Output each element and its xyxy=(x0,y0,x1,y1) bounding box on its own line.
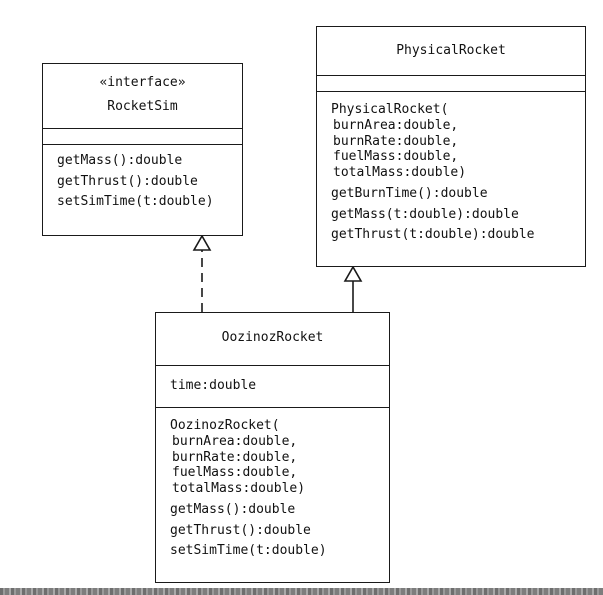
page-edge-shadow xyxy=(0,588,603,595)
constructor-param: burnArea:double, xyxy=(333,118,459,133)
rocketsim-method: getThrust():double xyxy=(57,173,198,189)
rocketsim-methods-section: getMass():double getThrust():double setS… xyxy=(43,144,242,213)
constructor-param: burnArea:double, xyxy=(172,434,298,449)
rocketsim-method: getMass():double xyxy=(57,153,183,168)
oozinozrocket-attributes-section: time:double xyxy=(156,365,389,407)
physicalrocket-method: getThrust(t:double):double xyxy=(331,227,535,242)
physicalrocket-method: getBurnTime():double xyxy=(331,186,488,201)
physicalrocket-class-name: PhysicalRocket xyxy=(396,43,506,58)
rocketsim-name-section: «interface» RocketSim xyxy=(43,64,242,128)
constructor-param: totalMass:double) xyxy=(333,164,467,180)
generalization-arrowhead xyxy=(343,265,363,282)
oozinozrocket-field: time:double xyxy=(170,378,257,393)
physicalrocket-method: getMass(t:double):double xyxy=(331,206,519,222)
rocketsim-class-name: RocketSim xyxy=(107,99,178,114)
constructor-param: fuelMass:double, xyxy=(333,149,459,164)
constructor-param: totalMass:double) xyxy=(172,480,306,496)
physicalrocket-methods-section: PhysicalRocket( burnArea:double, burnRat… xyxy=(317,91,585,246)
oozinozrocket-method: getMass():double xyxy=(170,502,296,517)
physicalrocket-name-section: PhysicalRocket xyxy=(317,27,585,75)
rocketsim-method: setSimTime(t:double) xyxy=(57,194,214,209)
constructor-param: burnRate:double, xyxy=(333,133,459,149)
physicalrocket-attributes-section xyxy=(317,75,585,91)
oozinozrocket-class-box: OozinozRocket time:double OozinozRocket(… xyxy=(155,312,390,583)
constructor-param: burnRate:double, xyxy=(172,449,298,465)
physicalrocket-class-box: PhysicalRocket PhysicalRocket( burnArea:… xyxy=(316,26,586,267)
constructor-param: fuelMass:double, xyxy=(172,465,298,480)
realization-arrowhead xyxy=(192,234,212,251)
rocketsim-stereotype: «interface» xyxy=(99,75,186,90)
physicalrocket-constructor: PhysicalRocket( xyxy=(331,102,449,117)
oozinozrocket-method: setSimTime(t:double) xyxy=(170,543,327,558)
oozinozrocket-class-name: OozinozRocket xyxy=(221,330,324,345)
rocketsim-class-box: «interface» RocketSim getMass():double g… xyxy=(42,63,243,236)
oozinozrocket-method: getThrust():double xyxy=(170,522,311,538)
oozinozrocket-constructor: OozinozRocket( xyxy=(170,418,280,433)
rocketsim-attributes-section xyxy=(43,128,242,144)
oozinozrocket-name-section: OozinozRocket xyxy=(156,313,389,365)
oozinozrocket-methods-section: OozinozRocket( burnArea:double, burnRate… xyxy=(156,407,389,562)
